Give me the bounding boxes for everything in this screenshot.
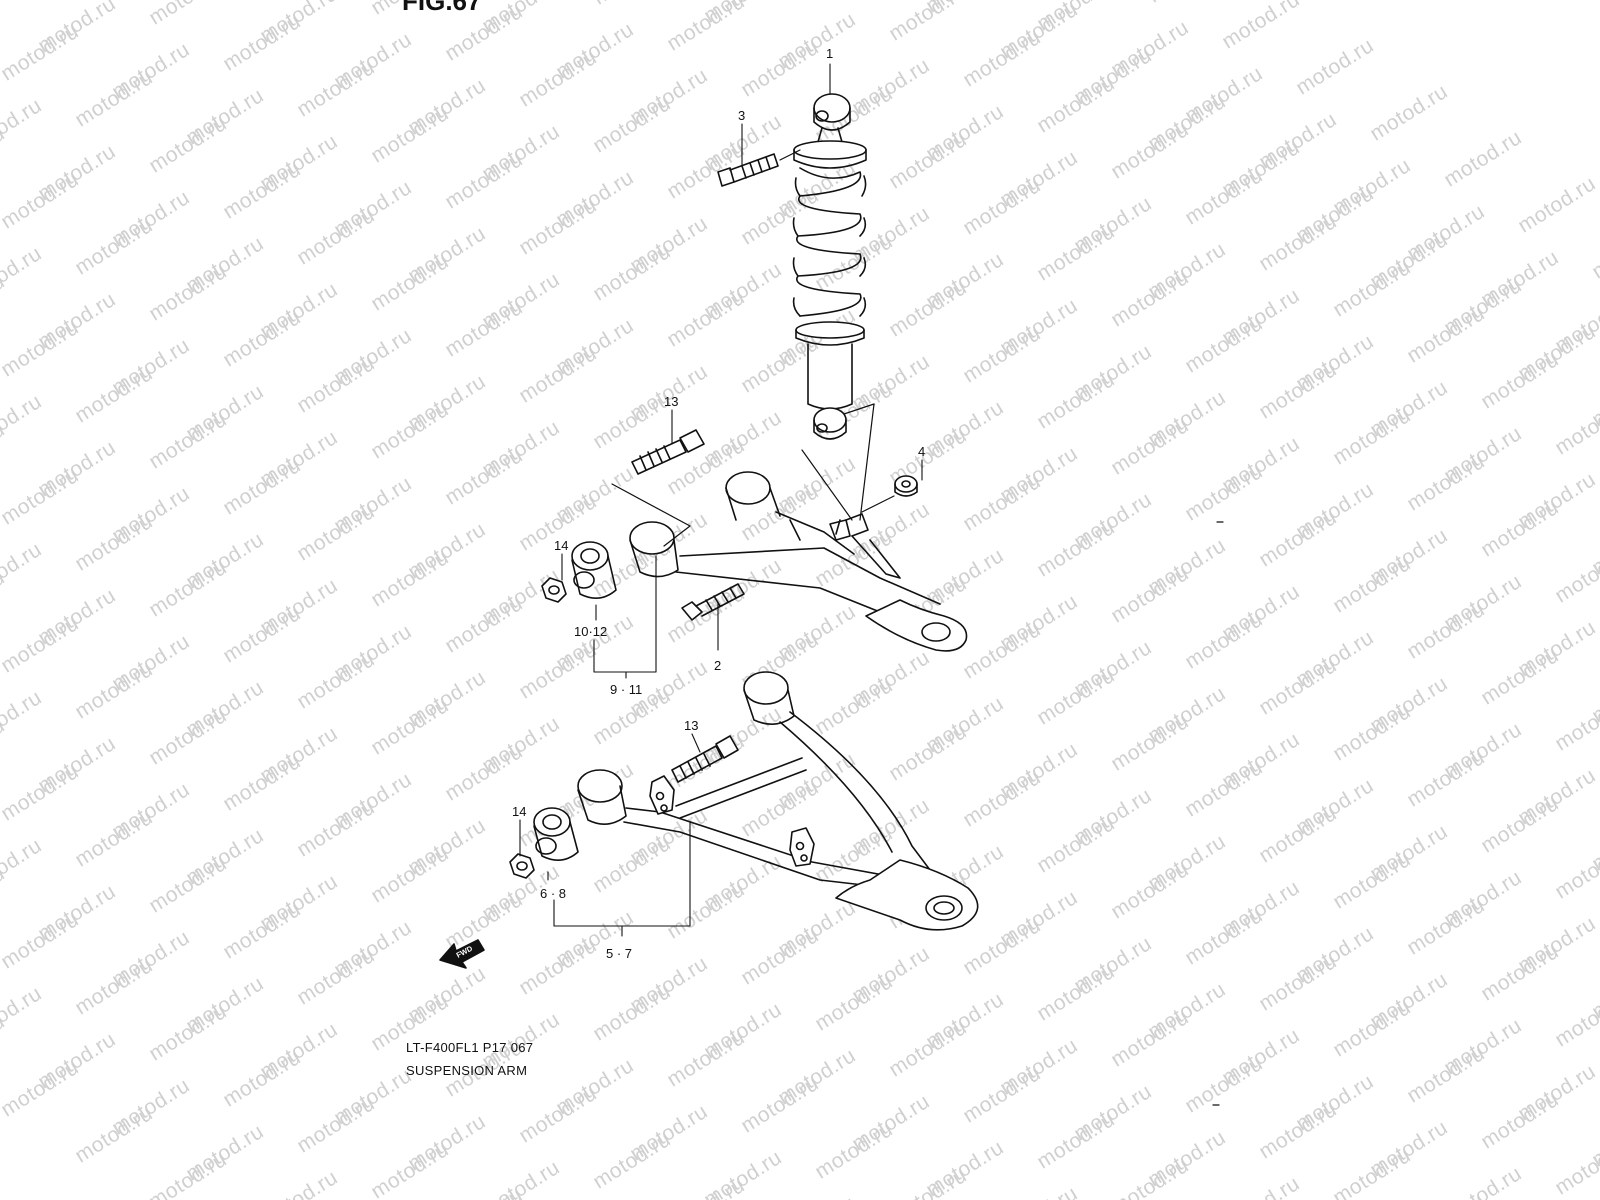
callout-5-7: 5 · 7 bbox=[606, 946, 632, 961]
callout-2: 2 bbox=[714, 658, 721, 673]
callout-14-upper: 14 bbox=[554, 538, 568, 553]
bushing-10-12 bbox=[571, 541, 617, 599]
figure-title: FIG.67 bbox=[402, 0, 482, 16]
bolt-13-lower bbox=[671, 735, 739, 783]
callout-9-11: 9 · 11 bbox=[610, 682, 642, 697]
callout-1: 1 bbox=[826, 46, 833, 61]
diagram-caption: SUSPENSION ARM bbox=[406, 1063, 528, 1078]
bolt-13-upper bbox=[631, 429, 705, 475]
upper-suspension-arm bbox=[611, 471, 968, 652]
callout-13-lower: 13 bbox=[684, 718, 698, 733]
diagram-code: LT-F400FL1 P17 067 bbox=[406, 1040, 534, 1055]
bolt-2 bbox=[681, 583, 745, 621]
fwd-arrow: FWD bbox=[439, 939, 485, 969]
bushing-6-8 bbox=[533, 807, 579, 861]
callout-13-upper: 13 bbox=[664, 394, 678, 409]
nut-4 bbox=[861, 475, 918, 513]
callout-6-8: 6 · 8 bbox=[540, 886, 566, 901]
callout-10-12: 10·12 bbox=[574, 624, 607, 639]
shock-absorber bbox=[792, 93, 875, 521]
callout-3: 3 bbox=[738, 108, 745, 123]
nut-14-lower bbox=[509, 853, 535, 879]
nut-14-upper bbox=[541, 577, 567, 603]
lower-suspension-arm bbox=[577, 671, 979, 931]
callout-4: 4 bbox=[918, 444, 925, 459]
callout-leaders bbox=[519, 63, 923, 937]
bolt-3 bbox=[717, 149, 801, 187]
callout-14-lower: 14 bbox=[512, 804, 526, 819]
